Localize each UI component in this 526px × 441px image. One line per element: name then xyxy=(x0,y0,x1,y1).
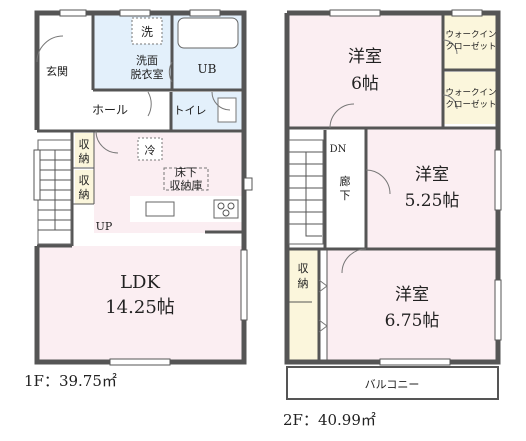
entrance-door xyxy=(36,35,64,63)
window-1f-top-3 xyxy=(189,9,221,17)
label-storage-b-2: 納 xyxy=(79,188,90,201)
label-fridge: 冷 xyxy=(145,144,156,157)
stairs-2f xyxy=(288,139,324,245)
floor-2-plan: 洋室 6帖 ウォークイン クローゼット ウォークイン クローゼット DN 廊 下… xyxy=(283,9,502,429)
label-closet-a-1: ウォークイン xyxy=(445,30,496,40)
storage-a-area xyxy=(75,133,94,167)
label-washroom-1: 洗面 xyxy=(136,54,158,67)
label-underfloor-2: 収納庫 xyxy=(170,178,203,192)
label-room-a-2: 6帖 xyxy=(351,74,379,94)
hall-door xyxy=(147,91,152,117)
sink-fixture xyxy=(131,17,163,45)
window-1f-right xyxy=(240,249,248,321)
label-entrance: 玄関 xyxy=(46,64,68,78)
ldk-door xyxy=(95,130,119,154)
window-1f-top-2 xyxy=(119,9,151,17)
label-room-a-1: 洋室 xyxy=(348,47,382,67)
closet-b-area xyxy=(444,72,498,124)
window-2f-bottom xyxy=(379,358,451,366)
storage-2f-door-b xyxy=(318,279,328,293)
stairs-1f xyxy=(37,139,72,245)
label-room-c-2: 6.75帖 xyxy=(385,311,440,331)
stove xyxy=(213,199,239,219)
window-1f-left xyxy=(33,149,41,201)
label-dn: DN xyxy=(330,144,347,155)
toilet-door xyxy=(211,91,231,111)
balcony-outline xyxy=(286,366,499,400)
floor-1-plan: 玄関 洗 洗面 脱衣室 UB ホール トイレ 収 納 収 納 冷 床下 収納庫 … xyxy=(24,9,253,390)
label-storage-a-2: 納 xyxy=(79,152,90,165)
storage-2f-area xyxy=(287,250,319,362)
label-storage-a-1: 収 xyxy=(79,138,90,151)
storage-b-area xyxy=(75,170,94,204)
ldk-area xyxy=(37,246,244,362)
balcony-area xyxy=(287,367,498,399)
entrance-area xyxy=(37,13,93,92)
room-c-door xyxy=(341,248,367,274)
closet-a-area xyxy=(444,13,498,69)
underfloor-hatch xyxy=(163,167,209,191)
label-underfloor-1: 床下 xyxy=(175,165,197,179)
label-ldk-2: 14.25帖 xyxy=(105,297,175,318)
closet-b-door xyxy=(442,94,458,110)
label-room-c-1: 洋室 xyxy=(395,285,429,305)
label-room-b-2: 5.25帖 xyxy=(405,191,460,211)
room-b-area xyxy=(365,127,498,248)
floor-2-outer-wall xyxy=(284,10,501,365)
window-2f-right-1 xyxy=(494,149,502,211)
window-2f-top-1 xyxy=(329,9,381,17)
label-room-b-1: 洋室 xyxy=(415,165,449,185)
bathtub xyxy=(177,17,239,49)
closet-a-door xyxy=(442,39,458,55)
label-corridor-1: 廊 xyxy=(340,174,351,188)
window-2f-top-2 xyxy=(451,9,483,17)
label-toilet: トイレ xyxy=(174,104,207,117)
room-a-door xyxy=(329,103,355,129)
kitchen-sink xyxy=(145,201,175,217)
floor-2-caption: 2F：40.99㎡ xyxy=(283,411,376,429)
label-hall: ホール xyxy=(92,103,128,117)
window-2f-right-2 xyxy=(494,279,502,341)
label-closet-a-2: クローゼット xyxy=(445,41,496,52)
label-storage-2f-2: 納 xyxy=(298,277,309,290)
storage-2f-door xyxy=(318,319,328,333)
room-c-area xyxy=(327,250,498,362)
washroom-door xyxy=(168,61,173,83)
label-up: UP xyxy=(96,220,113,233)
label-sink: 洗 xyxy=(141,25,153,39)
room-a-area xyxy=(287,13,442,127)
hall-area xyxy=(37,92,171,130)
label-storage-b-1: 収 xyxy=(79,174,90,187)
label-storage-2f-1: 収 xyxy=(298,262,309,275)
window-1f-side xyxy=(243,177,253,191)
label-corridor-2: 下 xyxy=(340,189,351,202)
label-ldk-1: LDK xyxy=(120,272,160,293)
window-1f-top-1 xyxy=(59,9,87,17)
fridge-box xyxy=(137,137,163,161)
floor-1-caption: 1F：39.75㎡ xyxy=(24,372,117,390)
label-closet-b-1: ウォークイン xyxy=(445,88,496,98)
label-bath: UB xyxy=(198,62,217,76)
window-1f-bottom xyxy=(109,358,171,366)
label-balcony: バルコニー xyxy=(365,378,420,391)
room-b-door xyxy=(365,169,391,195)
label-washroom-2: 脱衣室 xyxy=(131,67,164,81)
label-closet-b-2: クローゼット xyxy=(445,99,496,110)
